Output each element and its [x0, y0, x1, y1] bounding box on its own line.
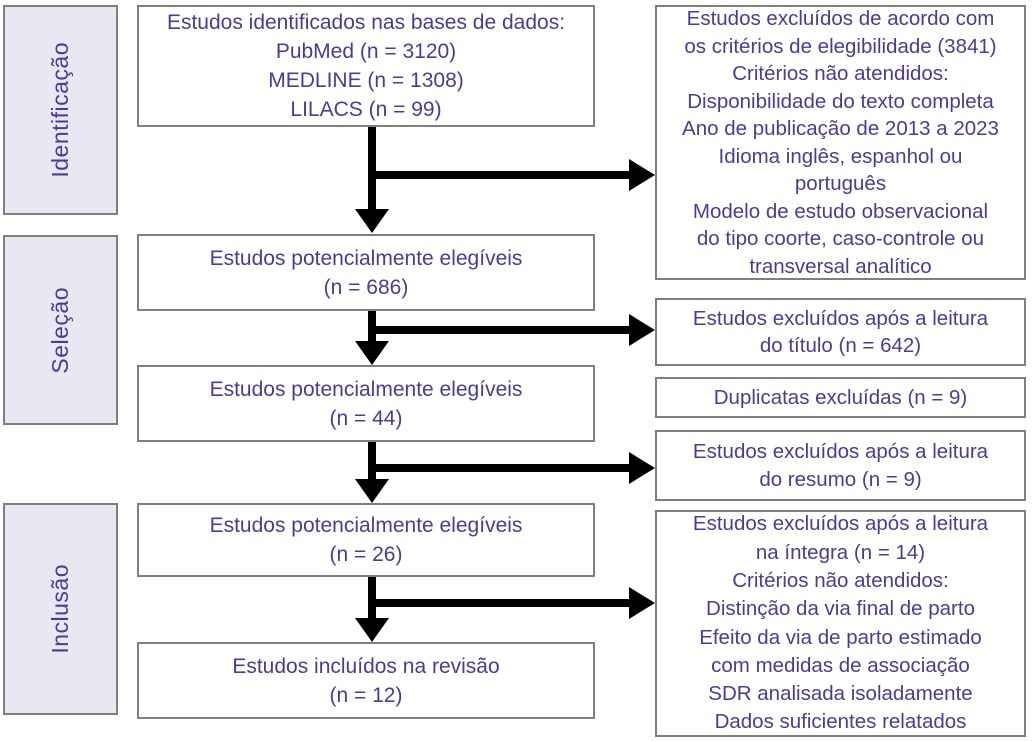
box-text-line: transversal analítico [749, 254, 932, 278]
box-text-line: SDR analisada isoladamente [708, 682, 973, 706]
box-text-line: LILACS (n = 99) [290, 98, 442, 121]
box-excluded-abstract: Estudos excluídos após a leitura do resu… [655, 430, 1026, 501]
box-text-line: (n = 686) [323, 275, 409, 299]
box-text-line: português [794, 172, 887, 195]
arrow-down-identified-to-686-line [368, 127, 376, 209]
box-text-line: (n = 44) [329, 406, 403, 430]
stage-selecao: Seleção [3, 235, 118, 425]
box-text-line: Modelo de estudo observacional [692, 199, 989, 223]
box-duplicates-excluded: Duplicatas excluídas (n = 9) [655, 377, 1026, 418]
box-text-line: Critérios não atendidos: [732, 568, 949, 592]
arrow-right-eligibility-line [372, 171, 629, 179]
box-text-line: PubMed (n = 3120) [275, 40, 457, 63]
arrow-down-26-to-included-line [368, 577, 376, 618]
box-text-line: Estudos excluídos após a leitura [692, 512, 989, 536]
box-text-line: Critérios não atendidos: [732, 62, 949, 85]
arrow-down-44-to-26-line [368, 442, 376, 479]
box-text-line: Idioma inglês, espanhol ou [718, 144, 963, 168]
box-text-line: Dados suficientes relatados [714, 710, 967, 734]
box-text-line: Estudos potencialmente elegíveis [209, 377, 523, 401]
stage-identificacao: Identificação [3, 5, 118, 215]
box-text-line: Estudos potencialmente elegíveis [209, 514, 523, 537]
box-eligible-686: Estudos potencialmente elegíveis (n = 68… [137, 234, 595, 311]
box-eligible-44: Estudos potencialmente elegíveis (n = 44… [137, 365, 595, 442]
box-text-line: MEDLINE (n = 1308) [268, 69, 464, 92]
arrow-right-fulltext-head [629, 587, 655, 619]
box-text-line: Estudos identificados nas bases de dados… [166, 11, 566, 34]
arrow-down-identified-to-686-head [355, 209, 389, 233]
box-eligible-26: Estudos potencialmente elegíveis (n = 26… [137, 503, 595, 577]
box-text-line: Estudos excluídos após a leitura [692, 440, 989, 463]
stage-inclusao: Inclusão [3, 503, 118, 715]
box-excluded-title: Estudos excluídos após a leitura do títu… [655, 298, 1026, 366]
arrow-right-title-line [372, 326, 629, 334]
box-text-line: Estudos potencialmente elegíveis [209, 246, 523, 270]
box-text-line: com medidas de associação [711, 653, 970, 677]
arrow-down-26-to-included-head [355, 618, 389, 642]
box-text-line: Efeito da via de parto estimado [699, 625, 982, 649]
box-text-line: do tipo coorte, caso-controle ou [696, 227, 985, 250]
box-identified-studies: Estudos identificados nas bases de dados… [137, 5, 595, 127]
box-text-line: Ano de publicação de 2013 a 2023 [682, 117, 999, 140]
box-text-line: Estudos excluídos de acordo com [686, 7, 995, 30]
arrow-right-abstract-head [629, 452, 655, 484]
stage-identificacao-label: Identificação [47, 42, 73, 178]
arrow-down-686-to-44-head [355, 341, 389, 365]
box-text-line: (n = 12) [329, 683, 403, 707]
box-text-line: Estudos incluídos na revisão [232, 654, 500, 678]
box-text-line: do título (n = 642) [759, 334, 922, 357]
arrow-right-fulltext-line [372, 599, 629, 607]
box-text-line: Disponibilidade do texto completa [687, 89, 994, 113]
box-text-line: do resumo (n = 9) [759, 467, 922, 491]
box-text-line: Distinção da via final de parto [706, 597, 975, 621]
box-text-line: os critérios de elegibilidade (3841) [684, 34, 997, 58]
box-text-line: Duplicatas excluídas (n = 9) [713, 385, 968, 409]
arrow-right-abstract-line [372, 464, 629, 472]
box-included-review: Estudos incluídos na revisão (n = 12) [137, 642, 595, 719]
box-excluded-eligibility: Estudos excluídos de acordo com os crité… [655, 5, 1026, 280]
box-excluded-fulltext: Estudos excluídos após a leitura na ínte… [655, 510, 1026, 737]
arrow-down-44-to-26-head [355, 479, 389, 503]
box-text-line: (n = 26) [329, 543, 403, 566]
arrow-right-eligibility-head [629, 159, 655, 191]
arrow-right-title-head [629, 314, 655, 346]
box-text-line: Estudos excluídos após a leitura [692, 306, 989, 330]
stage-selecao-label: Seleção [47, 286, 73, 374]
box-text-line: na íntegra (n = 14) [755, 540, 926, 564]
stage-inclusao-label: Inclusão [47, 564, 73, 654]
